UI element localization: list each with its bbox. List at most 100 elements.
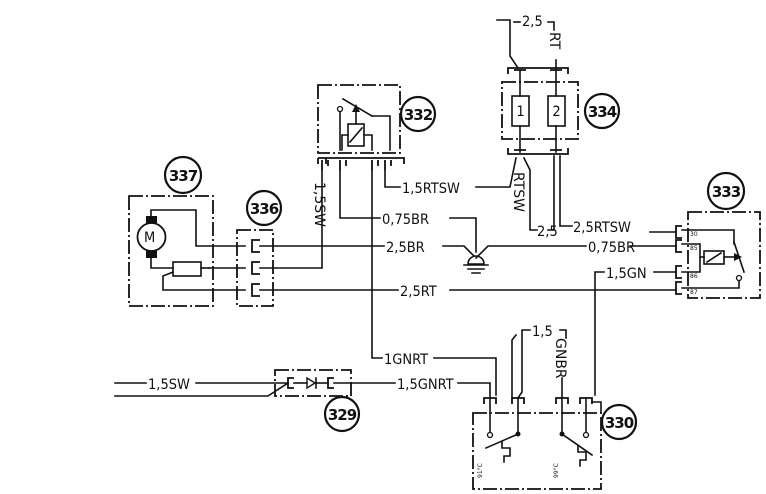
wire-330-pin2-b: [516, 329, 531, 400]
relay-332-pins: [321, 160, 392, 170]
wire-15rtsw-right: [475, 157, 517, 188]
label-1gnrt: 1GNRT: [384, 352, 429, 368]
label-25-mid: 2,5: [537, 224, 558, 240]
temp-label-99: 99°C: [553, 463, 560, 478]
wire-075br-b-left: [474, 245, 587, 260]
label-25rt: 2,5RT: [400, 284, 438, 300]
label-075br-a: 0,75BR: [382, 212, 429, 228]
switch-1-contact: [486, 431, 494, 439]
resistor-icon: [172, 261, 202, 277]
wire-resistor-bypass: [162, 270, 246, 291]
wire-lower-input: [114, 381, 290, 397]
wire-15gn-vertical: [594, 271, 605, 396]
diode-icon: [306, 376, 317, 390]
label-25-top: 2,5: [522, 14, 543, 30]
relay-332-arrow: [352, 104, 360, 112]
wire-25br-right: [442, 245, 478, 260]
label-075br-b: 0,75BR: [588, 240, 635, 256]
motor-brush-top: [146, 216, 157, 223]
switch-1-arm: [484, 432, 520, 450]
badge-334-label: 334: [588, 103, 617, 121]
wire-motor-resistor: [150, 257, 174, 269]
badge-337: [163, 155, 203, 195]
component-333-relay: 30 85 86 87 333: [675, 171, 761, 299]
switch-330-pins: [483, 397, 593, 404]
relay-333-int-30: [681, 229, 735, 245]
relay-333-pins: [675, 225, 682, 295]
fuse-334-top-plug: [507, 67, 569, 74]
wire-motor-top: [150, 209, 246, 247]
wire-15-top-right: [559, 329, 567, 339]
label-15-bottom: 1,5: [532, 324, 553, 340]
badge-329-label: 329: [328, 406, 357, 424]
switch-2-arm: [560, 432, 594, 457]
motor-symbol: M: [144, 230, 155, 246]
wire-25rtsw-vertical: [559, 155, 573, 227]
wire-075br-a-right: [449, 217, 477, 253]
wire-075br-a-left: [339, 169, 381, 219]
wire-25-mid: [547, 155, 555, 231]
badge-332: [399, 95, 437, 133]
component-334-fuse-holder: 1 2 334: [501, 67, 621, 155]
relay-332-int-4: [363, 134, 373, 151]
component-337-fan-motor: M 337: [128, 155, 246, 307]
relay-333-int-87: [681, 280, 740, 289]
relay-333-arrow: [734, 253, 742, 261]
component-332-relay: 332: [317, 84, 437, 170]
component-333-boundary: [687, 211, 761, 299]
badge-336: [245, 189, 283, 227]
component-332-boundary: [317, 84, 401, 154]
motor-brush-bottom: [146, 251, 157, 258]
switch-2-contact: [582, 431, 590, 439]
pin-87-label: 87: [690, 289, 698, 296]
motor-icon: [136, 222, 167, 252]
fuse-334-bottom-plug: [507, 148, 569, 155]
fuse-2-label: 2: [552, 104, 560, 120]
badge-329: [323, 395, 361, 433]
switch-2-bimetal: [577, 445, 587, 467]
coil-diagonal: [705, 251, 723, 264]
label-25rtsw: 2,5RTSW: [573, 220, 631, 236]
connector-336-pins: [251, 239, 260, 297]
badge-330: [600, 403, 638, 441]
component-336-connector: 336: [236, 189, 283, 307]
component-329-diode-connector: 329: [274, 369, 361, 433]
component-330-temperature-switch: 91°C 99°C 330: [472, 397, 638, 490]
relay-333-contact: [735, 274, 743, 282]
wire-15sw-vertical: [259, 169, 323, 269]
badge-330-label: 330: [605, 414, 634, 432]
badge-332-label: 332: [404, 106, 433, 124]
temp-label-91: 91°C: [477, 463, 484, 478]
switch-1-bimetal: [501, 441, 511, 463]
label-15gnrt: 1,5GNRT: [397, 377, 455, 393]
badge-336-label: 336: [250, 200, 279, 218]
relay-333-int-85-86: [681, 243, 701, 273]
component-330-boundary: [472, 412, 602, 490]
wires: [114, 19, 677, 400]
wire-1gnrt: [433, 357, 497, 396]
label-rt-top: RT: [546, 32, 562, 50]
badge-333: [706, 171, 746, 211]
wire-330-pin2-a: [511, 333, 518, 399]
label-25br: 2,5BR: [386, 240, 425, 256]
relay-332-plug: [317, 157, 405, 164]
badge-333-label: 333: [712, 183, 741, 201]
component-334-boundary: [501, 81, 579, 140]
label-15sw-vertical: 1,5SW: [311, 182, 327, 227]
wire-rt-top-bracket: [547, 21, 555, 31]
wire-labels: 1,5RTSW RTSW 1,5SW 0,75BR 2,5BR 0,75BR 2…: [148, 14, 647, 393]
relay-332-int-2: [371, 115, 391, 151]
fuse-1-label: 1: [516, 104, 524, 120]
wire-15gnrt-right: [457, 382, 491, 399]
label-15gn: 1,5GN: [606, 266, 647, 282]
label-15rtsw: 1,5RTSW: [402, 181, 460, 197]
relay-332-int-3: [341, 134, 349, 151]
pin-30-label: 30: [690, 231, 698, 238]
label-15sw-horizontal: 1,5SW: [148, 377, 190, 393]
wire-main-vertical: [371, 169, 383, 359]
badge-334: [583, 92, 621, 130]
component-337-boundary: [128, 195, 214, 307]
label-rtsw-vertical: RTSW: [510, 172, 526, 212]
